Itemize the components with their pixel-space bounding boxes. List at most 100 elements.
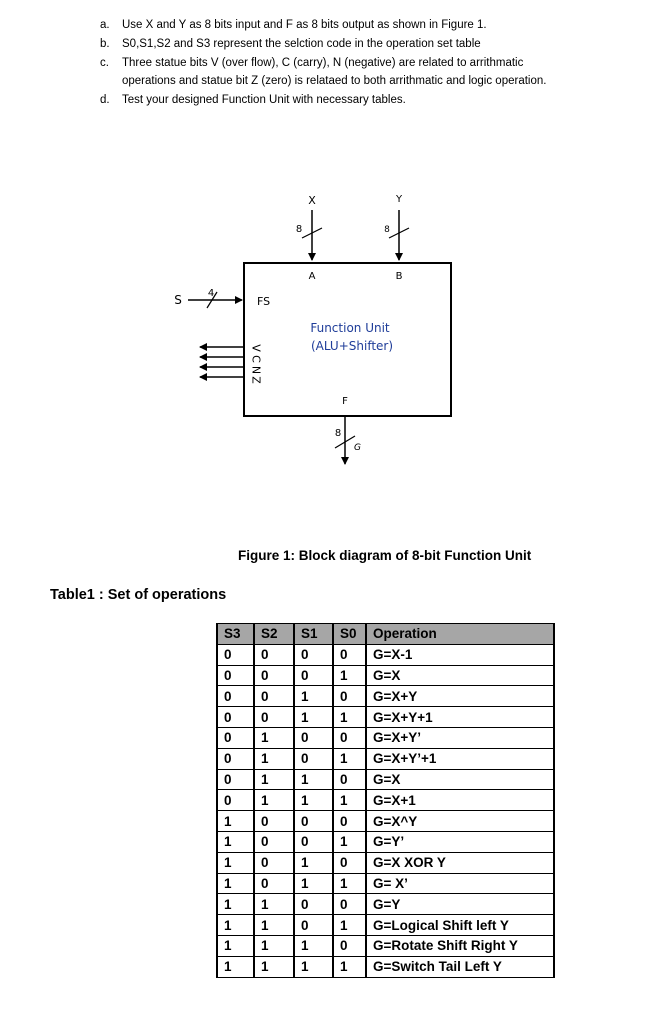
select-bit-cell: 0 — [255, 665, 295, 687]
select-bit-cell: 1 — [255, 915, 295, 936]
select-bit-cell: 1 — [295, 707, 334, 728]
operation-cell: G=Rotate Shift Right Y — [367, 935, 555, 957]
select-bit-cell: 1 — [216, 935, 255, 957]
select-bit-cell: 1 — [255, 748, 295, 770]
select-bit-cell: 0 — [216, 748, 255, 770]
output-g-label: G — [354, 443, 361, 453]
header-cell: Operation — [367, 623, 555, 645]
select-bit-cell: 0 — [295, 665, 334, 687]
select-bit-cell: 1 — [255, 956, 295, 978]
instruction-marker: d. — [100, 94, 110, 107]
select-bit-cell: 1 — [216, 831, 255, 853]
port-b-label: B — [396, 271, 403, 282]
instruction-text: Test your designed Function Unit with ne… — [122, 94, 406, 107]
select-bit-cell: 0 — [216, 790, 255, 812]
select-bit-cell: 1 — [295, 790, 334, 812]
select-bit-cell: 1 — [334, 790, 367, 812]
select-bit-cell: 0 — [255, 811, 295, 832]
select-bit-cell: 0 — [334, 727, 367, 749]
select-bit-cell: 1 — [295, 935, 334, 957]
table-title: Table1 : Set of operations — [50, 587, 227, 603]
input-x-label: X — [308, 194, 316, 207]
unit-title: Function Unit — [310, 321, 390, 335]
select-width-label: 4 — [208, 288, 214, 299]
select-bit-cell: 1 — [216, 852, 255, 874]
instruction-marker: b. — [100, 37, 110, 50]
select-bit-cell: 1 — [334, 707, 367, 728]
operation-cell: G= X’ — [367, 873, 555, 895]
bus-slash-icon — [334, 435, 356, 449]
instruction-list: a. Use X and Y as 8 bits input and F as … — [100, 16, 640, 110]
width-y-label: 8 — [384, 225, 390, 235]
select-bit-cell: 0 — [216, 769, 255, 791]
select-bit-cell: 0 — [295, 811, 334, 832]
operation-cell: G=X+Y — [367, 686, 555, 708]
select-bit-cell: 0 — [334, 769, 367, 791]
operation-cell: G=X+Y’ — [367, 727, 555, 749]
operation-cell: G=Y’ — [367, 831, 555, 853]
select-bit-cell: 1 — [334, 915, 367, 936]
instruction-text: S0,S1,S2 and S3 represent the selction c… — [122, 37, 481, 50]
operation-cell: G=X+Y+1 — [367, 707, 555, 728]
instruction-a: a. Use X and Y as 8 bits input and F as … — [100, 16, 640, 35]
select-bit-cell: 0 — [334, 935, 367, 957]
port-f-label: F — [342, 396, 348, 407]
select-bit-cell: 0 — [334, 686, 367, 708]
unit-subtitle: (ALU+Shifter) — [311, 339, 393, 353]
operation-cell: G=X^Y — [367, 811, 555, 832]
select-bit-cell: 1 — [295, 769, 334, 791]
instruction-d: d. Test your designed Function Unit with… — [100, 91, 640, 110]
function-unit-box — [243, 262, 452, 417]
select-bit-cell: 0 — [255, 831, 295, 853]
select-bit-cell: 0 — [295, 727, 334, 749]
select-bit-cell: 0 — [334, 644, 367, 666]
bus-slash-icon — [388, 227, 410, 239]
select-bit-cell: 0 — [295, 894, 334, 916]
bus-slash-icon — [206, 291, 218, 309]
port-a-label: A — [309, 271, 316, 282]
figure-caption: Figure 1: Block diagram of 8-bit Functio… — [238, 548, 532, 563]
select-bit-cell: 1 — [216, 894, 255, 916]
select-bit-cell: 0 — [255, 873, 295, 895]
header-cell: S3 — [216, 623, 255, 645]
select-bit-cell: 1 — [255, 769, 295, 791]
select-bit-cell: 0 — [295, 831, 334, 853]
select-bit-cell: 1 — [216, 811, 255, 832]
select-bit-cell: 0 — [216, 644, 255, 666]
select-bit-cell: 1 — [334, 873, 367, 895]
instruction-c: c. Three statue bits V (over flow), C (c… — [100, 54, 640, 73]
select-bit-cell: 0 — [334, 811, 367, 832]
width-x-label: 8 — [296, 224, 302, 235]
select-input-label: S — [174, 293, 182, 307]
select-bit-cell: 1 — [255, 727, 295, 749]
bus-slash-icon — [301, 227, 323, 239]
width-out-label: 8 — [335, 428, 341, 439]
status-bit-n: N — [250, 366, 263, 374]
status-bit-v: V — [250, 344, 263, 352]
select-bit-cell: 1 — [255, 894, 295, 916]
instruction-text: Three statue bits V (over flow), C (carr… — [122, 56, 524, 69]
select-bit-cell: 1 — [334, 831, 367, 853]
operation-cell: G=X — [367, 769, 555, 791]
block-diagram: X 8 A Y 8 B S 4 FS V C N Z Function Unit… — [174, 194, 452, 465]
select-bit-cell: 0 — [295, 748, 334, 770]
table-header-row: S3 S2 S1 S0 Operation — [216, 623, 555, 645]
status-bit-c: C — [250, 355, 263, 363]
instruction-text: Use X and Y as 8 bits input and F as 8 b… — [122, 19, 487, 31]
select-bit-cell: 1 — [216, 873, 255, 895]
operation-cell: G=Logical Shift left Y — [367, 915, 555, 936]
instruction-c-continuation: operations and statue bit Z (zero) is re… — [122, 75, 547, 88]
select-bit-cell: 0 — [255, 644, 295, 666]
select-bit-cell: 0 — [334, 894, 367, 916]
